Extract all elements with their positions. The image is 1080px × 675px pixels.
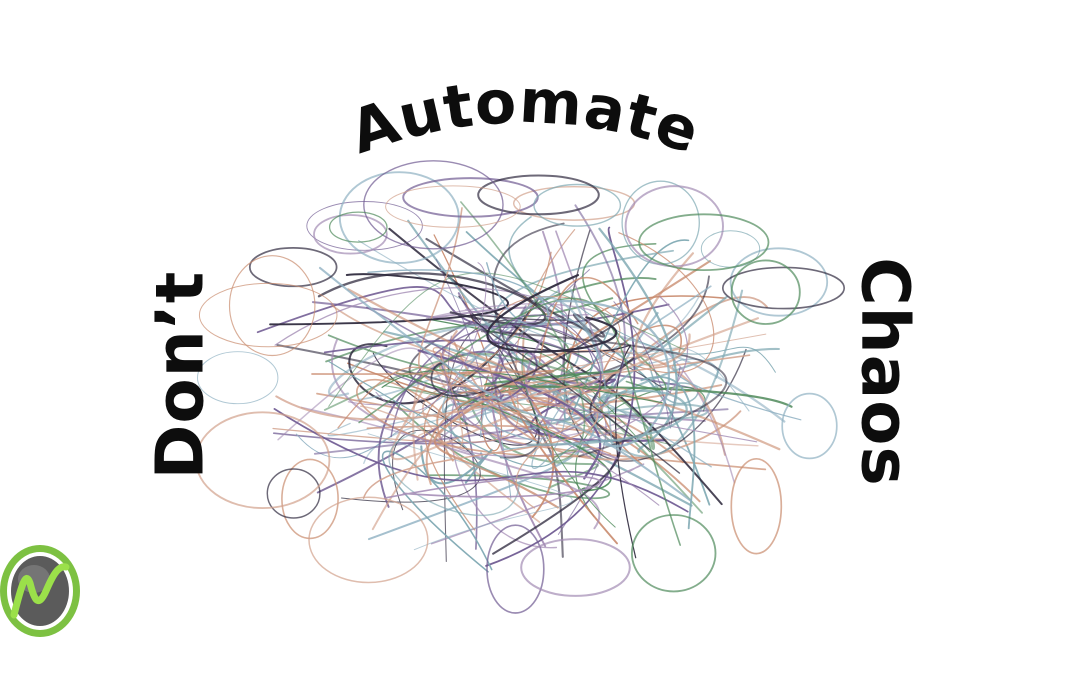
thread-loop xyxy=(730,457,783,555)
thread-line xyxy=(316,350,504,508)
headline-word-chaos: Chaos xyxy=(846,257,924,487)
n-circle-logo-icon: N xyxy=(0,545,80,637)
thread-line xyxy=(359,351,464,449)
thread-line xyxy=(318,266,693,502)
headline-word-automate: Automate xyxy=(342,66,709,168)
tangle-lines xyxy=(195,160,846,614)
thread-line xyxy=(555,299,671,448)
thread-loop xyxy=(721,266,846,310)
thread-loop xyxy=(486,524,545,614)
thread-loop xyxy=(730,259,801,325)
thread-loop xyxy=(308,496,429,584)
thread-loop xyxy=(533,183,622,227)
thread-loop xyxy=(638,213,770,271)
thread-loop xyxy=(248,247,338,288)
thread-line xyxy=(486,273,618,353)
thread-line xyxy=(538,277,639,363)
thread-line xyxy=(430,311,634,397)
thread-loop xyxy=(621,180,700,265)
thread-loop xyxy=(338,171,460,264)
thread-loop xyxy=(624,185,724,268)
thread-loop xyxy=(363,160,504,250)
thread-loop xyxy=(385,185,521,228)
thread-line xyxy=(598,227,678,454)
thread-line xyxy=(492,222,565,459)
thread-loop xyxy=(228,255,316,357)
thread-line xyxy=(300,380,556,443)
thread-line xyxy=(273,408,689,513)
thread-line xyxy=(634,252,695,367)
thread-line xyxy=(383,475,601,499)
thread-line xyxy=(459,387,758,506)
thread-line xyxy=(460,201,591,462)
thread-line xyxy=(640,376,696,530)
thread-line xyxy=(362,387,599,500)
thread-line xyxy=(367,262,549,327)
thread-line xyxy=(393,401,611,500)
thread-line xyxy=(337,366,612,455)
thread-line xyxy=(417,349,602,480)
thread-line xyxy=(331,338,601,530)
thread-line xyxy=(430,463,645,545)
thread-line xyxy=(388,431,520,517)
thread-loop xyxy=(328,211,388,243)
thread-loop xyxy=(195,411,331,510)
thread-loop xyxy=(729,247,829,317)
thread-line xyxy=(515,388,628,509)
headline-word-dont: Don’t xyxy=(141,270,219,480)
thread-line xyxy=(357,318,613,446)
thread-line xyxy=(340,429,481,511)
thread-line xyxy=(498,314,595,402)
thread-line xyxy=(390,323,602,438)
thread-line xyxy=(498,269,607,535)
thread-line xyxy=(433,306,619,460)
thread-line xyxy=(526,389,688,446)
thread-line xyxy=(382,450,493,573)
thread-line xyxy=(435,259,484,426)
thread-loop xyxy=(781,392,838,460)
thread-line xyxy=(480,330,728,458)
thread-loop xyxy=(198,282,338,348)
thread-loop xyxy=(520,538,631,597)
thread-line xyxy=(358,297,681,546)
thread-loop xyxy=(266,468,321,519)
thread-loop xyxy=(477,174,600,216)
thread-line xyxy=(311,369,555,486)
thread-line xyxy=(580,308,776,373)
thread-line xyxy=(523,232,715,374)
thread-line xyxy=(367,433,573,551)
thread-loop xyxy=(197,351,279,405)
thread-loop xyxy=(630,514,717,593)
thread-line xyxy=(494,204,626,435)
thread-loop xyxy=(313,214,388,255)
thread-line xyxy=(275,382,581,421)
thread-line xyxy=(323,339,538,402)
thread-loop xyxy=(281,458,339,540)
